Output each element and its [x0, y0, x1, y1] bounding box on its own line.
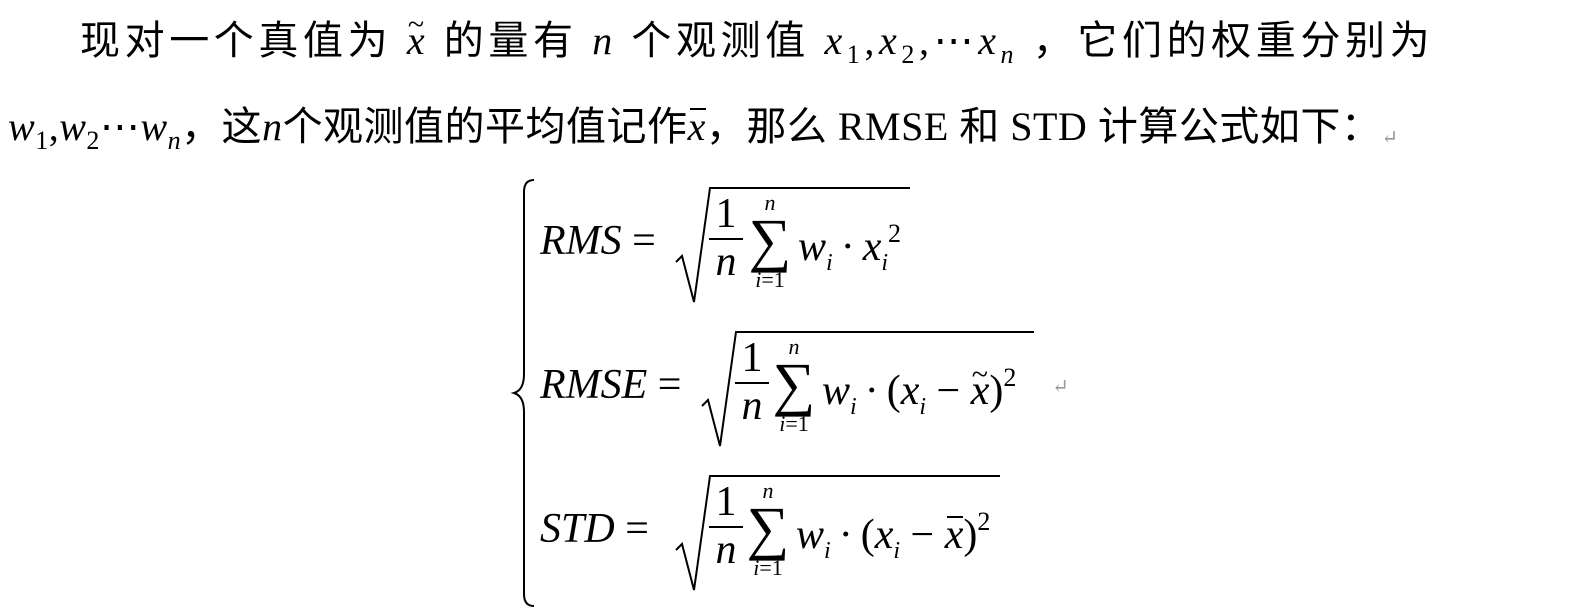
var-n: n — [262, 104, 283, 149]
exponent: 2 — [977, 507, 991, 536]
var-x: x — [978, 18, 1001, 63]
ellipsis: ⋯ — [99, 104, 141, 149]
equals-sign: = — [614, 506, 649, 552]
paragraph-mark: ↵ — [1052, 376, 1069, 398]
sum-lower: i=1 — [755, 267, 785, 292]
text: ，这 — [181, 104, 263, 149]
numerator: 1 — [715, 479, 737, 525]
var-x: x — [862, 224, 882, 270]
exponent: 2 — [1003, 363, 1017, 392]
mean-value-x-bar: x — [944, 512, 964, 558]
text: ，那么 RMSE 和 STD 计算公式如下： — [705, 104, 1382, 149]
fraction-bar — [709, 238, 743, 240]
denominator: n — [741, 383, 763, 429]
paragraph-line-2: w1,w2⋯wn，这n个观测值的平均值记作x，那么 RMSE 和 STD 计算公… — [8, 102, 1399, 159]
paragraph-line-1: 现对一个真值为 x 的量有 n 个观测值 x1,x2,⋯xn ，它们的权重分别为 — [80, 0, 1435, 71]
numerator: 1 — [715, 191, 737, 237]
paragraph-mark: ↵ — [1381, 127, 1399, 149]
dot-operator: · — [838, 512, 853, 558]
subscript: 2 — [86, 126, 100, 155]
var-x: x — [900, 368, 920, 414]
fraction-bar — [735, 382, 769, 384]
formula-lhs: STD = — [540, 504, 649, 554]
sum-upper: n — [788, 334, 800, 359]
formula-body: wi·(xi − x)2 — [822, 350, 1017, 422]
subscript: 1 — [35, 126, 49, 155]
var-w: w — [796, 512, 825, 558]
subscript: n — [1000, 40, 1019, 69]
sigma-symbol: ∑ — [772, 351, 816, 417]
dot-operator: · — [840, 224, 855, 270]
lhs-label: RMSE — [540, 362, 648, 408]
left-brace — [510, 179, 535, 607]
formula-body: wi·(xi − x)2 — [796, 507, 991, 566]
subscript: 1 — [846, 40, 865, 69]
numerator: 1 — [741, 335, 763, 381]
subscript: i — [893, 538, 901, 564]
lhs-label: RMS — [540, 218, 622, 264]
true-value-x-tilde: x — [971, 350, 990, 416]
comma: , — [864, 18, 880, 63]
text: 个观测值的平均值记作 — [282, 104, 688, 149]
formula-lhs: RMS = — [540, 216, 656, 266]
var-w: w — [822, 368, 851, 414]
var-w: w — [59, 104, 87, 149]
equals-sign: = — [621, 218, 656, 264]
text: 的量有 — [443, 18, 578, 63]
summation: n ∑ i=1 — [744, 192, 796, 294]
sum-upper: n — [764, 190, 776, 215]
subscript: i — [824, 538, 831, 564]
text: ，它们的权重分别为 — [1032, 18, 1435, 63]
denominator: n — [715, 239, 737, 285]
fraction-bar — [709, 526, 743, 528]
true-value-x-tilde: x — [407, 0, 429, 66]
var-w: w — [798, 224, 827, 270]
open-paren: ( — [886, 368, 901, 414]
text: 个观测值 — [631, 18, 810, 63]
comma: , — [48, 104, 60, 149]
var-x: x — [874, 512, 894, 558]
var-x: x — [824, 18, 847, 63]
subscript: 2 — [901, 40, 919, 69]
dot-operator: · — [864, 368, 879, 414]
minus-sign: − — [926, 368, 971, 414]
subscript: i — [850, 394, 857, 420]
close-paren: ) — [989, 368, 1004, 414]
var-w: w — [140, 104, 168, 149]
sigma-symbol: ∑ — [746, 495, 790, 561]
var-n: n — [592, 18, 617, 63]
open-paren: ( — [860, 512, 875, 558]
subscript: i — [881, 250, 889, 276]
exponent: 2 — [888, 219, 902, 248]
equals-sign: = — [647, 362, 682, 408]
sum-lower: i=1 — [779, 411, 809, 436]
var-w: w — [8, 104, 36, 149]
subscript: i — [919, 394, 927, 420]
sigma-symbol: ∑ — [748, 207, 792, 273]
close-paren: ) — [963, 512, 978, 558]
sqrt-sign — [675, 187, 910, 303]
sqrt-sign — [675, 475, 1000, 591]
subscript: n — [167, 126, 182, 155]
fraction: 1 n — [708, 480, 744, 572]
summation: n ∑ i=1 — [768, 336, 820, 438]
mean-value-x-bar: x — [688, 102, 707, 152]
fraction: 1 n — [708, 192, 744, 284]
formula-body: wi·xi2 — [798, 219, 902, 278]
formula-lhs: RMSE = — [540, 360, 681, 410]
minus-sign: − — [900, 512, 945, 558]
sum-lower: i=1 — [753, 555, 783, 580]
summation: n ∑ i=1 — [742, 480, 794, 582]
ellipsis: ,⋯ — [918, 18, 979, 63]
var-x: x — [879, 18, 902, 63]
fraction: 1 n — [734, 336, 770, 428]
subscript: i — [826, 250, 833, 276]
lhs-label: STD — [540, 506, 615, 552]
text: 现对一个真值为 — [80, 18, 393, 63]
denominator: n — [715, 527, 737, 573]
sum-upper: n — [762, 478, 774, 503]
sqrt-sign — [701, 331, 1034, 447]
